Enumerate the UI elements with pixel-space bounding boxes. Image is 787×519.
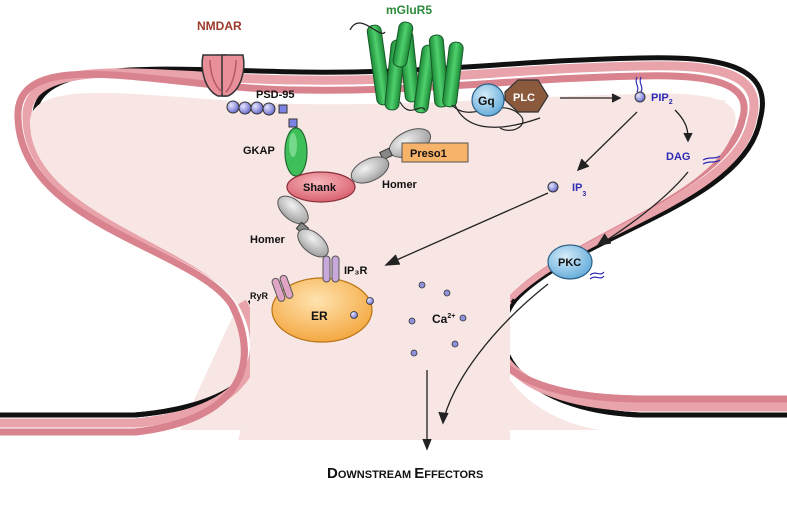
- ca-superscript: 2+: [447, 313, 455, 320]
- psd95-icon: [226, 100, 298, 128]
- shank-label: Shank: [303, 182, 337, 194]
- preso1-label: Preso1: [410, 148, 447, 160]
- er-icon: ER: [271, 277, 374, 343]
- mglur5-receptor-icon: [349, 21, 541, 131]
- pip-subscript: 2: [669, 99, 673, 106]
- gq-label: Gq: [478, 94, 495, 108]
- downstream-d: D: [327, 465, 338, 482]
- dag-icon: [702, 155, 721, 165]
- nmdar-receptor-icon: [201, 54, 245, 97]
- pkc-icon: PKC: [547, 244, 605, 280]
- ryr-label: RyR: [250, 291, 269, 301]
- ip3-dot-icon: [547, 181, 559, 193]
- calcium-dots: [408, 281, 467, 357]
- homer-bottom-icon: [277, 195, 329, 258]
- homer-bottom-label: Homer: [250, 234, 286, 246]
- pip-text: PIP: [651, 92, 669, 104]
- er-label: ER: [311, 309, 328, 323]
- ip-subscript: 3: [582, 191, 586, 198]
- ca-label: Ca2+: [432, 312, 455, 326]
- mglur5-label: mGluR5: [386, 3, 432, 17]
- gq-icon: Gq: [471, 83, 505, 117]
- ip3-label: IP3: [572, 182, 586, 198]
- homer-top-label: Homer: [382, 179, 418, 191]
- downstream-effectors-label: DOWNSTREAM EFFECTORS: [327, 465, 483, 482]
- nmdar-label: NMDAR: [197, 19, 242, 33]
- preso1-box: Preso1: [401, 142, 469, 163]
- dag-label: DAG: [666, 151, 690, 163]
- gkap-label: GKAP: [243, 145, 275, 157]
- ryr-icon: [271, 274, 294, 302]
- pip2-label: PIP2: [651, 92, 673, 106]
- downstream-rest1: OWNSTREAM: [338, 469, 414, 481]
- downstream-rest2: FFECTORS: [424, 469, 483, 481]
- ca-text: Ca: [432, 312, 448, 326]
- plc-label: PLC: [513, 92, 535, 104]
- gkap-icon: [284, 127, 308, 177]
- plc-icon: PLC: [504, 79, 549, 113]
- pathway-arrows: [384, 93, 693, 451]
- pip2-icon: [634, 76, 646, 103]
- ip-text: IP: [572, 182, 582, 194]
- psd95-label: PSD-95: [256, 89, 295, 101]
- ip3r-icon: [322, 255, 340, 283]
- ip3r-label: IP₃R: [344, 265, 367, 277]
- shank-icon: Shank: [286, 171, 356, 203]
- downstream-e: E: [414, 465, 424, 482]
- pkc-label: PKC: [558, 257, 581, 269]
